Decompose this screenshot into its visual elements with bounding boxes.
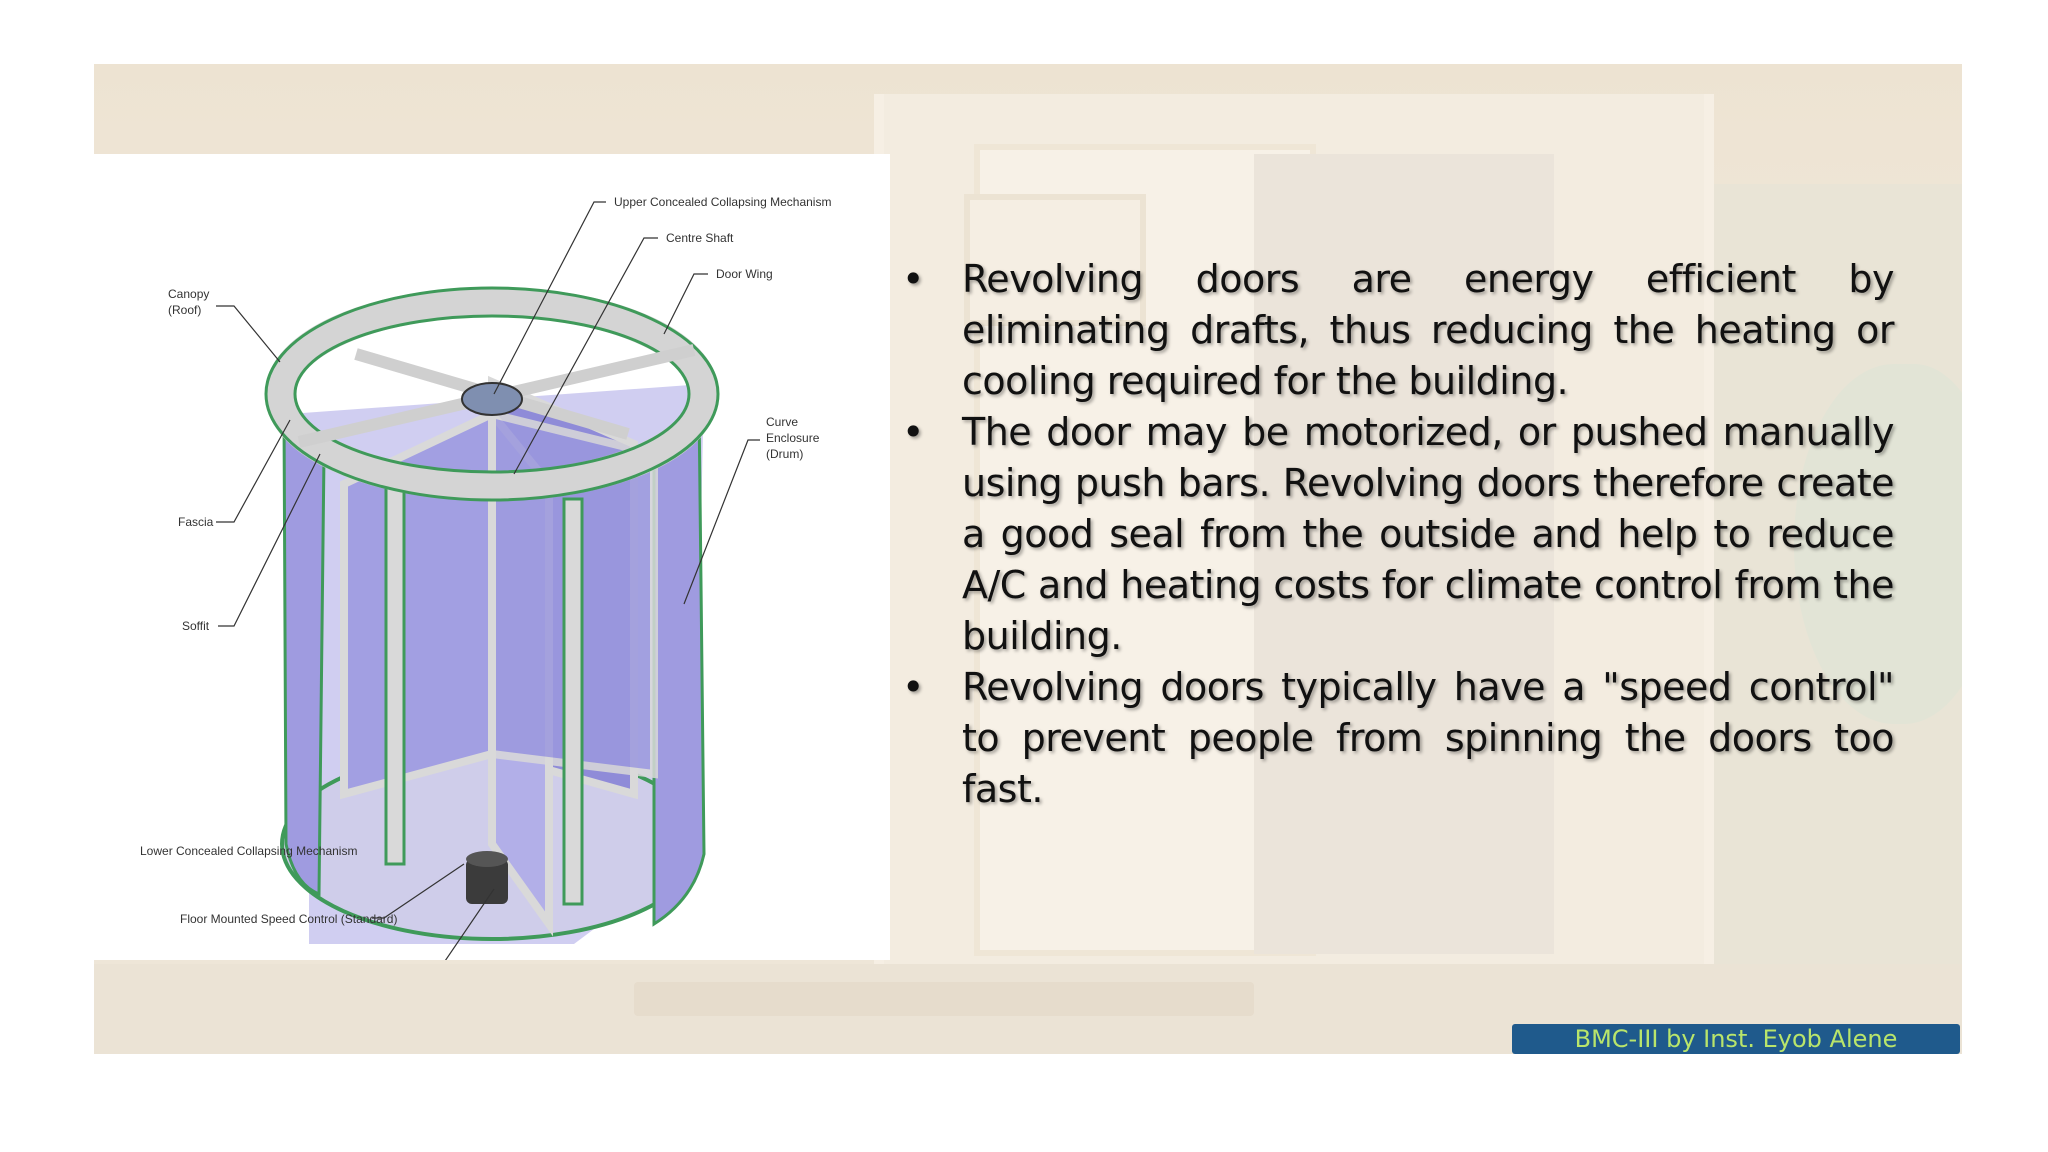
label-centre-shaft: Centre Shaft [666, 231, 734, 245]
bullet-list: • Revolving doors are energy efficient b… [902, 254, 1895, 815]
bg-doormat [634, 982, 1254, 1016]
label-upper-mechanism: Upper Concealed Collapsing Mechanism [614, 195, 831, 209]
bullet-item: • The door may be motorized, or pushed m… [902, 407, 1895, 662]
canopy-ring-outer [265, 287, 719, 501]
bullet-text: Revolving doors are energy efficient by … [962, 257, 1895, 403]
bg-door-window [964, 194, 1146, 326]
speed-control-top [466, 851, 508, 867]
canopy-ring-inner-edge [293, 314, 691, 474]
centre-shaft-hub [461, 382, 523, 416]
leader-centre-shaft [513, 237, 658, 475]
leader-upper-mechanism [493, 201, 606, 395]
bullet-text: Revolving doors typically have a "speed … [962, 665, 1895, 811]
leader-soffit [218, 453, 321, 627]
leader-speed-control [444, 888, 495, 960]
revolving-door-illustration: Upper Concealed Collapsing Mechanism Cen… [140, 195, 831, 960]
drum-left-wall [282, 410, 326, 897]
bullet-text: The door may be motorized, or pushed man… [962, 410, 1895, 658]
label-door-wing: Door Wing [716, 267, 773, 281]
drum-post-right [562, 497, 584, 906]
bg-side-light [1254, 154, 1554, 954]
leader-lower-mechanism [372, 863, 465, 919]
drum-right-wall [652, 400, 706, 927]
bullet-item: • Revolving doors are energy efficient b… [902, 254, 1895, 407]
bullet-item: • Revolving doors typically have a "spee… [902, 662, 1895, 815]
label-curve-1: Curve [766, 415, 798, 429]
label-soffit: Soffit [182, 619, 210, 633]
revolving-door-diagram: Upper Concealed Collapsing Mechanism Cen… [94, 154, 890, 960]
label-lower-mechanism: Lower Concealed Collapsing Mechanism [140, 844, 357, 858]
speed-control-motor [466, 859, 508, 904]
footer-credit-badge: BMC-III by Inst. Eyob Alene [1512, 1024, 1960, 1054]
leader-fascia [216, 419, 291, 523]
bg-plant [1794, 364, 1962, 724]
leader-canopy [216, 305, 281, 363]
label-curve-3: (Drum) [766, 447, 803, 461]
canopy-ring-edge [264, 286, 720, 502]
leader-door-wing [663, 273, 708, 335]
label-canopy-1: Canopy [168, 287, 209, 301]
bullet-marker: • [902, 257, 924, 301]
slide-background: Upper Concealed Collapsing Mechanism Cen… [94, 64, 1962, 1054]
bullet-marker: • [902, 410, 924, 454]
label-canopy-2: (Roof) [168, 303, 201, 317]
bullet-marker: • [902, 665, 924, 709]
footer-credit-text: BMC-III by Inst. Eyob Alene [1574, 1025, 1898, 1053]
label-fascia: Fascia [178, 515, 214, 529]
label-speed-control: Floor Mounted Speed Control (Standard) [180, 912, 397, 926]
drum-post-left [384, 482, 406, 866]
leader-curve [683, 439, 760, 605]
label-curve-2: Enclosure [766, 431, 820, 445]
